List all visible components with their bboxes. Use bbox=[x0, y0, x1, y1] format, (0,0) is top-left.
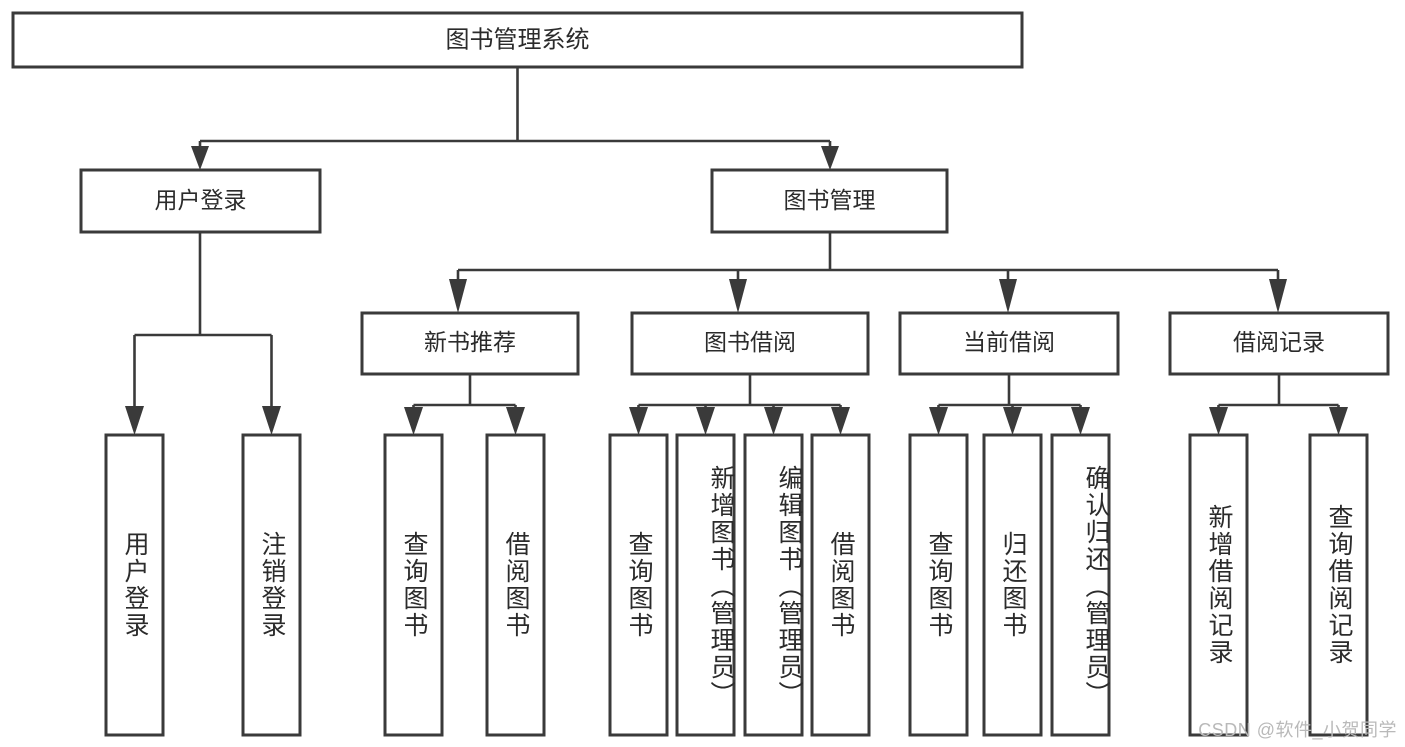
leaf-box-confirm-return[interactable] bbox=[1050, 433, 1111, 737]
arrow-leaf-query-record bbox=[1329, 407, 1348, 435]
leaf-box-query-record[interactable] bbox=[1308, 433, 1369, 737]
leaf-box-add-record[interactable] bbox=[1188, 433, 1249, 737]
node-book-borrow[interactable]: 图书借阅 bbox=[630, 311, 870, 376]
arrow-leaf-logout bbox=[262, 406, 281, 435]
arrow-to-new-book-rec bbox=[449, 279, 467, 313]
leaf-box-borrow-book-a[interactable] bbox=[485, 433, 546, 737]
node-borrow-record-label: 借阅记录 bbox=[1233, 329, 1325, 355]
node-user-login[interactable]: 用户登录 bbox=[79, 168, 322, 234]
node-borrow-record[interactable]: 借阅记录 bbox=[1168, 311, 1390, 376]
arrow-to-book-borrow bbox=[729, 279, 747, 313]
arrow-leaf-user-login bbox=[125, 406, 144, 435]
node-root-label: 图书管理系统 bbox=[446, 26, 590, 53]
node-book-management[interactable]: 图书管理 bbox=[710, 168, 949, 234]
leaf-box-query-book-a[interactable] bbox=[383, 433, 444, 737]
arrow-to-borrow-record bbox=[1269, 279, 1287, 313]
arrow-leaf-query-book-a bbox=[404, 407, 423, 435]
arrow-leaf-query-book-b bbox=[629, 407, 648, 435]
arrow-to-user-login bbox=[191, 146, 209, 170]
csdn-watermark: CSDN @软件_小贺同学 bbox=[1198, 720, 1397, 740]
arrow-leaf-return-book bbox=[1003, 407, 1022, 435]
node-new-book-recommend[interactable]: 新书推荐 bbox=[360, 311, 580, 376]
arrow-to-book-mgmt bbox=[821, 146, 839, 170]
node-user-login-label: 用户登录 bbox=[155, 187, 247, 213]
arrow-leaf-confirm-return bbox=[1071, 407, 1090, 435]
node-new-book-recommend-label: 新书推荐 bbox=[424, 329, 516, 355]
arrow-leaf-add-book bbox=[696, 407, 715, 435]
edge-layer bbox=[125, 67, 1348, 435]
arrow-leaf-borrow-book-b bbox=[831, 407, 850, 435]
arrow-leaf-borrow-book-a bbox=[506, 407, 525, 435]
leaf-box-add-book[interactable] bbox=[675, 433, 736, 737]
arrow-leaf-query-book-c bbox=[929, 407, 948, 435]
node-root[interactable]: 图书管理系统 bbox=[11, 11, 1024, 69]
node-current-borrow[interactable]: 当前借阅 bbox=[898, 311, 1120, 376]
leaf-box-query-book-b[interactable] bbox=[608, 433, 669, 737]
node-current-borrow-label: 当前借阅 bbox=[963, 329, 1055, 355]
leaf-box-query-book-c[interactable] bbox=[908, 433, 969, 737]
arrow-leaf-edit-book bbox=[764, 407, 783, 435]
leaf-box-borrow-book-b[interactable] bbox=[810, 433, 871, 737]
node-book-borrow-label: 图书借阅 bbox=[704, 329, 796, 355]
leaf-box-user-login[interactable] bbox=[104, 433, 165, 737]
leaf-box-logout[interactable] bbox=[241, 433, 302, 737]
leaf-box-edit-book[interactable] bbox=[743, 433, 804, 737]
node-book-management-label: 图书管理 bbox=[784, 187, 876, 213]
leaf-box-return-book[interactable] bbox=[982, 433, 1043, 737]
arrow-leaf-add-record bbox=[1209, 407, 1228, 435]
arrow-to-current-borrow bbox=[999, 279, 1017, 313]
